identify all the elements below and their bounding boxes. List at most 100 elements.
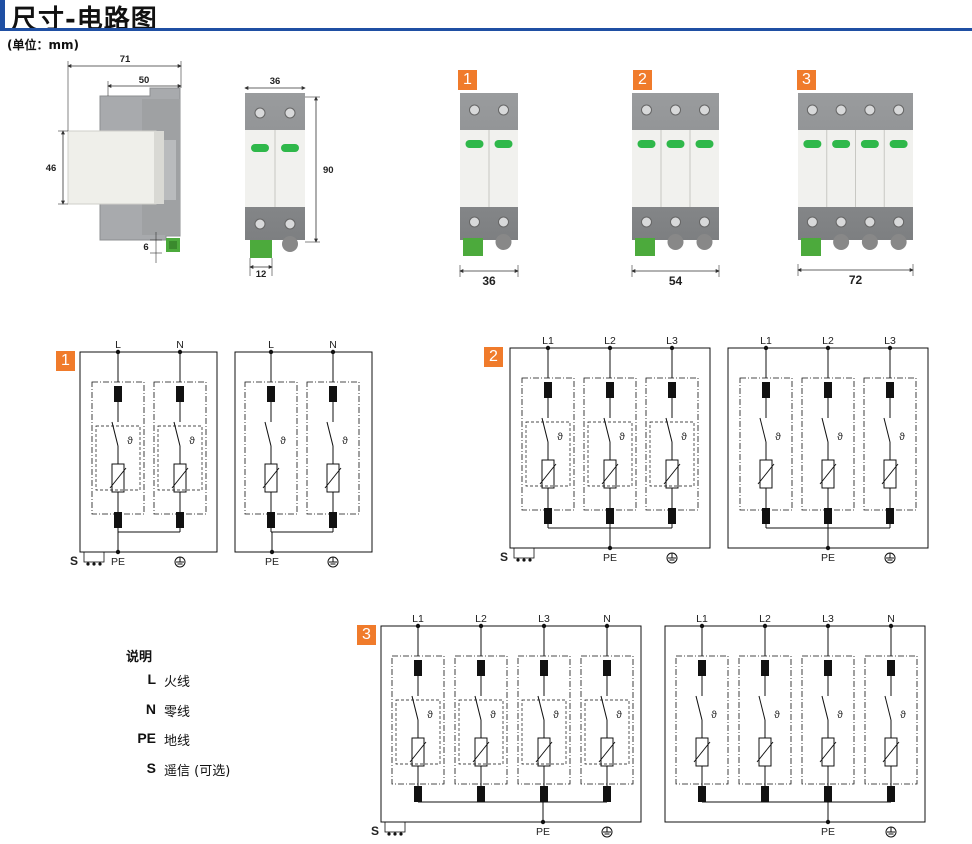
screw-bottom	[498, 216, 509, 228]
disconnect-switch	[821, 695, 829, 721]
screw-bottom	[670, 216, 681, 228]
varistor-slash	[109, 467, 127, 489]
remote-signal-terminal	[513, 547, 535, 562]
remote-pin	[516, 558, 520, 562]
terminal-label: L2	[475, 613, 487, 625]
product-view-2: 54	[631, 93, 720, 288]
thermal-symbol: ϑ	[189, 435, 195, 447]
product-view-1: 36	[459, 93, 519, 288]
fuse-top	[540, 660, 548, 676]
fuse-top	[761, 660, 769, 676]
thermal-symbol: ϑ	[837, 431, 843, 443]
pe-label: PE	[111, 556, 125, 568]
dim-side-width: 71	[120, 54, 131, 65]
mount-clip	[495, 234, 512, 250]
remote-linkage	[525, 421, 571, 487]
varistor-slash	[171, 467, 189, 489]
remote-linkage	[584, 699, 630, 765]
fuse-bottom	[544, 508, 552, 524]
product-badge-3: 3	[797, 70, 816, 90]
screw-bottom	[699, 216, 710, 228]
enclosure-frame	[234, 351, 373, 553]
fuse-bottom	[540, 786, 548, 802]
status-indicator	[889, 140, 908, 148]
terminal-label: L	[115, 339, 121, 351]
remote-box	[513, 547, 535, 559]
circuit-badge-2: 2	[484, 347, 503, 367]
screw-bottom	[806, 216, 818, 228]
thermal-symbol: ϑ	[837, 709, 843, 721]
status-indicator	[832, 140, 851, 148]
fuse-bottom	[762, 508, 770, 524]
thermal-symbol: ϑ	[553, 709, 559, 721]
disconnect-switch	[600, 695, 608, 721]
screw-top	[806, 104, 818, 116]
terminal-label: L3	[666, 335, 678, 347]
fuse-top	[824, 660, 832, 676]
fuse-top	[603, 660, 611, 676]
remote-pin	[98, 562, 102, 566]
remote-linkage	[395, 699, 441, 765]
terminal-label: L2	[822, 335, 834, 347]
fuse-bottom	[603, 786, 611, 802]
legend-text: 零线	[164, 704, 191, 720]
disconnect-switch	[173, 421, 181, 447]
remote-pin	[86, 562, 90, 566]
terminal-label: L1	[760, 335, 772, 347]
fuse-top	[544, 382, 552, 398]
legend-text: 遥信 (可选)	[164, 763, 231, 779]
status-indicator	[494, 140, 513, 148]
screw-top	[699, 104, 710, 116]
disconnect-switch	[821, 417, 829, 443]
screw-top	[864, 104, 876, 116]
varistor-slash	[262, 467, 280, 489]
mount-clip	[861, 234, 878, 250]
status-indicator	[666, 140, 685, 148]
fuse-top	[477, 660, 485, 676]
circuit-badge-1: 1	[56, 351, 75, 371]
fuse-bottom	[606, 508, 614, 524]
screw-bottom	[835, 216, 847, 228]
dimension-label: 54	[669, 274, 683, 288]
dim-front-terminal: 12	[256, 269, 267, 280]
fuse-bottom	[698, 786, 706, 802]
remote-signal-terminal	[384, 821, 406, 836]
fuse-top	[887, 660, 895, 676]
remote-signal-terminal	[83, 551, 105, 566]
fuse-bottom	[176, 512, 184, 528]
fuse-bottom	[477, 786, 485, 802]
disconnect-switch	[695, 695, 703, 721]
thermal-symbol: ϑ	[490, 709, 496, 721]
thermal-symbol: ϑ	[280, 435, 286, 447]
varistor-slash	[535, 741, 553, 763]
ground-icon	[884, 552, 896, 564]
terminal-label: L	[268, 339, 274, 351]
fuse-top	[762, 382, 770, 398]
pe-label: PE	[536, 826, 550, 838]
terminal-label: N	[329, 339, 337, 351]
side-view-drawing	[67, 87, 181, 252]
status-indicator	[465, 140, 484, 148]
product-badge-2: 2	[633, 70, 652, 90]
remote-linkage	[649, 421, 695, 487]
terminal-label: L1	[412, 613, 424, 625]
remote-linkage	[587, 421, 633, 487]
terminal-label: N	[176, 339, 184, 351]
fuse-bottom	[886, 508, 894, 524]
ground-icon	[885, 826, 897, 838]
dim-side-height: 46	[46, 163, 57, 174]
remote-pin	[92, 562, 96, 566]
unit-note: (单位：mm)	[7, 38, 79, 52]
fuse-top	[698, 660, 706, 676]
front-view-drawing	[245, 93, 305, 258]
remote-pin	[387, 832, 391, 836]
thermal-symbol: ϑ	[427, 709, 433, 721]
pe-label: PE	[821, 826, 835, 838]
terminal-label: L3	[538, 613, 550, 625]
